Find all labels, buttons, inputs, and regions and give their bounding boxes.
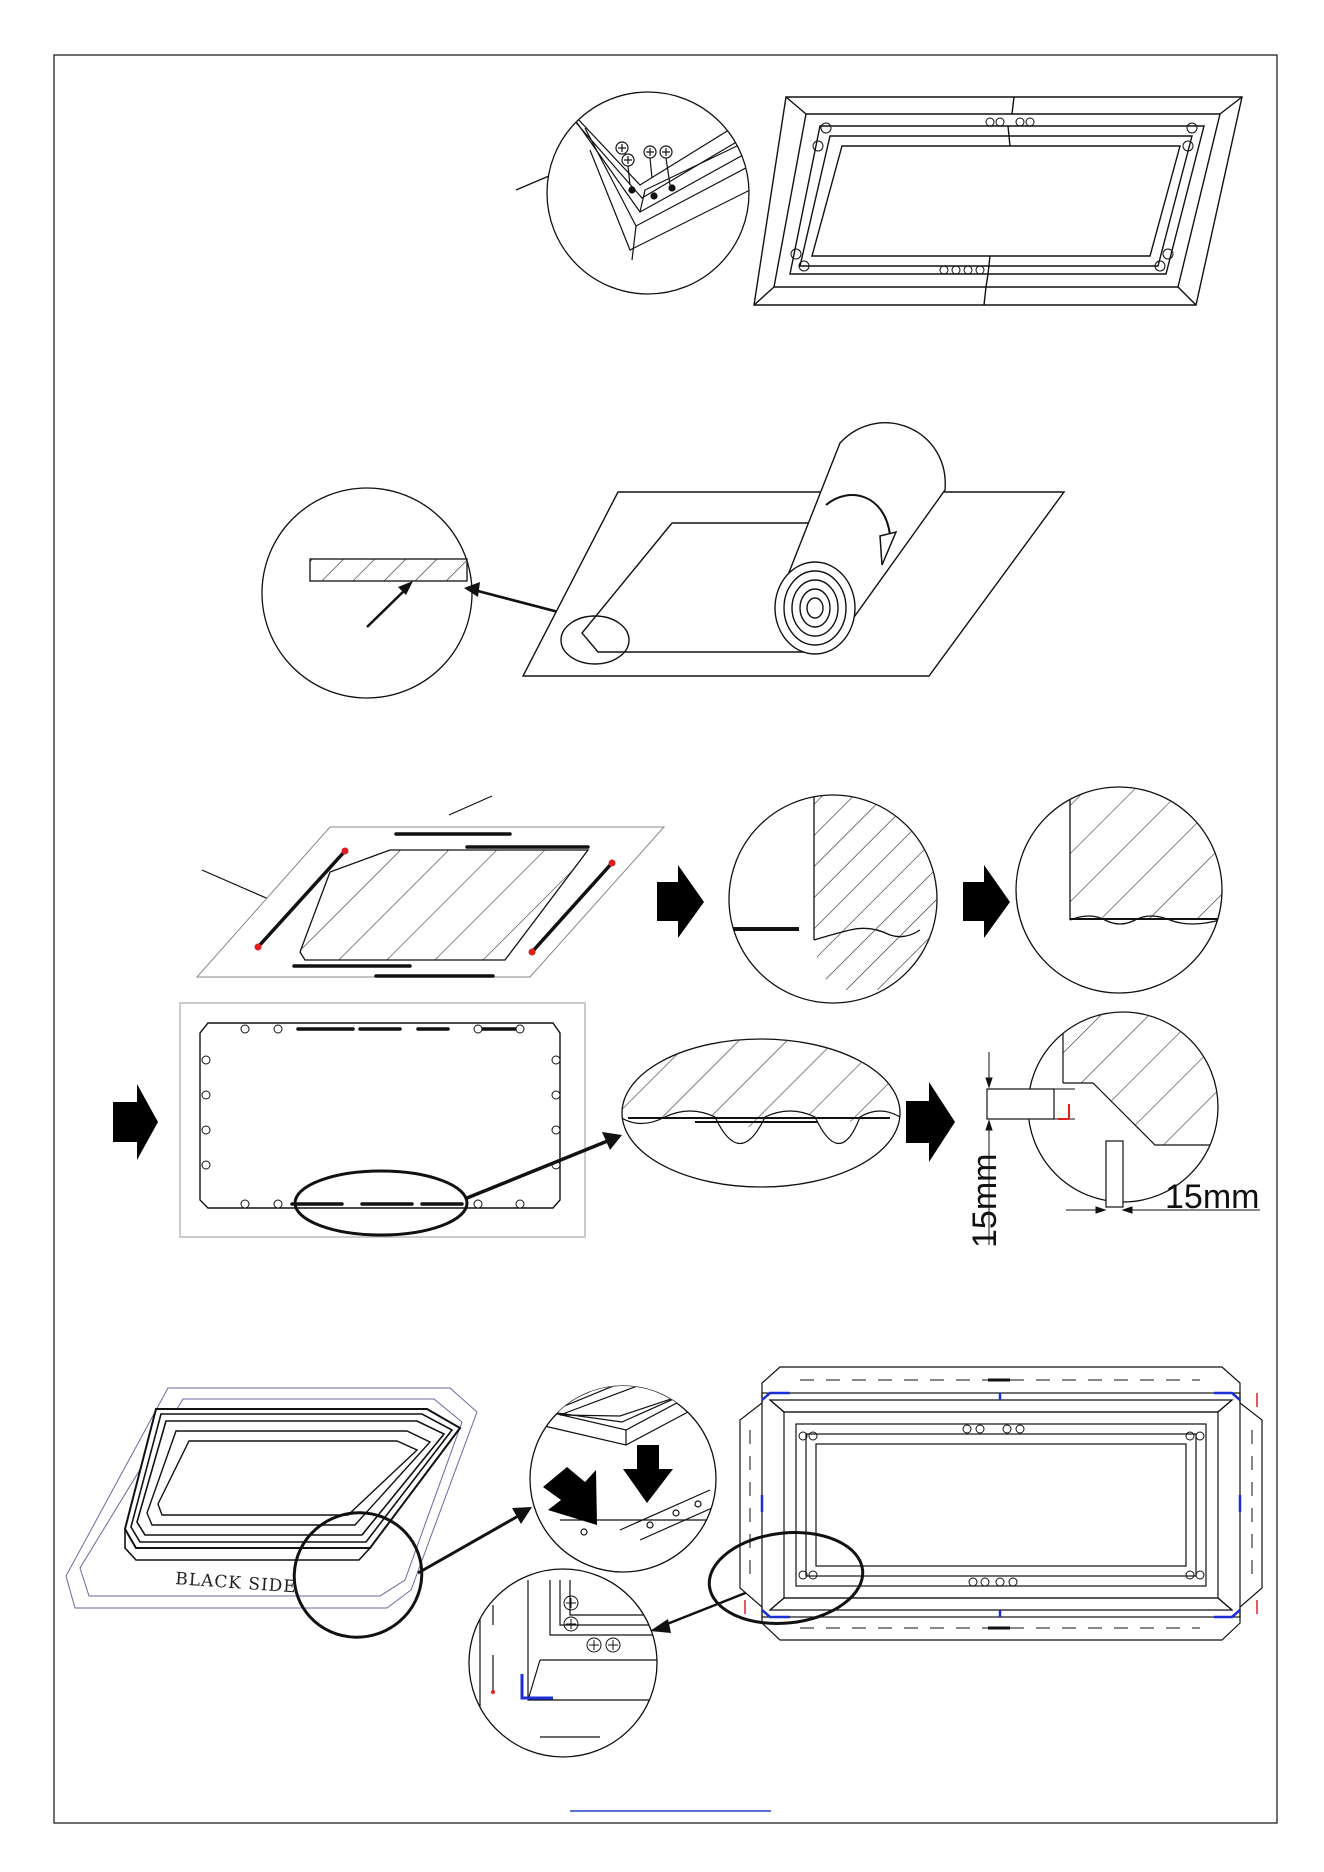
step3-sewing-detail	[729, 790, 940, 1003]
step5-assembled-frame	[705, 1367, 1262, 1640]
detail-pointer-arrow	[464, 582, 566, 614]
step1-frame-corner-detail	[516, 92, 790, 294]
step3-rod-insertion	[197, 796, 664, 977]
detail-pointer-arrow	[650, 1590, 753, 1633]
step-arrow-icon	[963, 865, 1010, 938]
step5-corner-detail	[469, 1569, 660, 1760]
dimension-label-horizontal: 15mm	[1165, 1178, 1259, 1216]
step2-cross-section-detail	[262, 488, 472, 698]
step5-fold-detail	[530, 1366, 740, 1572]
detail-pointer-arrow	[418, 1507, 532, 1573]
step2-fabric-roll	[523, 423, 1064, 676]
step-arrow-icon	[113, 1084, 158, 1160]
frame-screws	[791, 118, 1197, 274]
callout-leader-line	[449, 796, 492, 815]
step4-seam-detail	[620, 1039, 900, 1187]
step-arrow-icon	[657, 865, 704, 938]
step5-screen-on-frame: BLACK SIDE	[66, 1388, 477, 1655]
dimension-label-vertical: 15mm	[966, 1154, 1004, 1248]
step3-folded-detail	[1016, 780, 1240, 993]
step1-frame	[754, 97, 1242, 305]
step4-screen-overview	[180, 1003, 585, 1237]
step-arrow-icon	[906, 1082, 955, 1162]
black-side-label: BLACK SIDE	[175, 1569, 298, 1597]
